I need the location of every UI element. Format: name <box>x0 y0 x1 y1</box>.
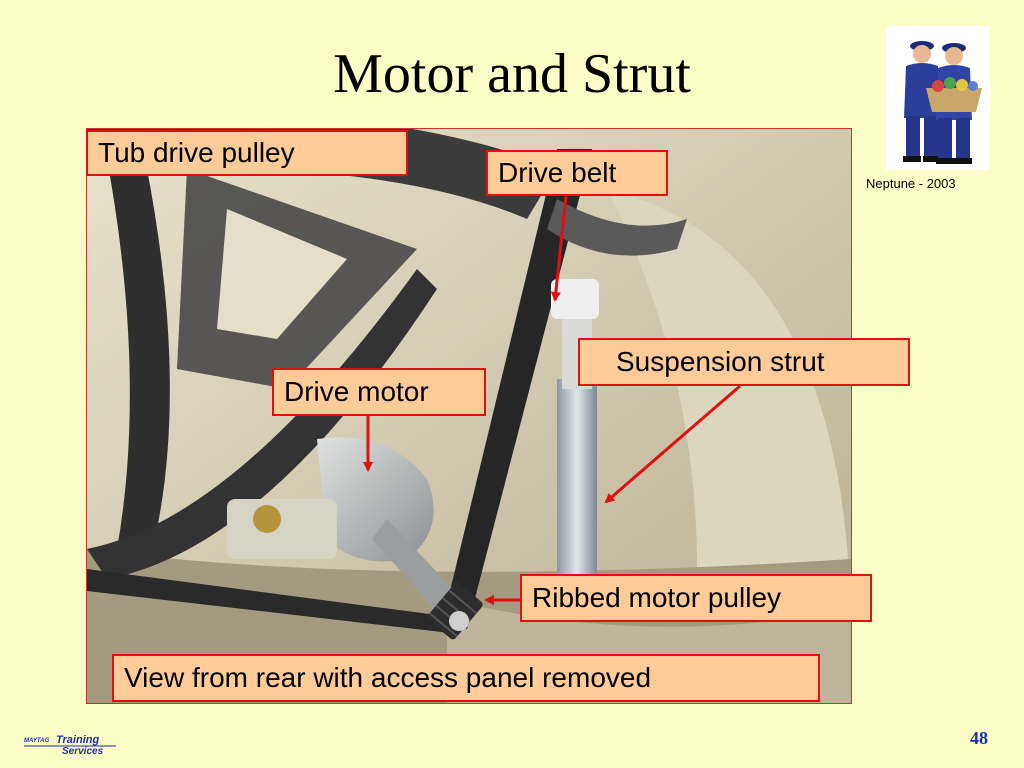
slide-caption: Neptune - 2003 <box>866 176 956 191</box>
logo-brand-text: MAYTAG <box>24 738 49 744</box>
drive-motor-label: Drive motor <box>272 368 486 416</box>
slide-title: Motor and Strut <box>333 43 691 105</box>
tub-drive-pulley-label: Tub drive pulley <box>86 130 408 176</box>
drive-belt-label: Drive belt <box>486 150 668 196</box>
view-note-label: View from rear with access panel removed <box>112 654 820 702</box>
maytag-training-logo: MAYTAG Training Services <box>24 734 116 756</box>
ribbed-motor-pulley-label: Ribbed motor pulley <box>520 574 872 622</box>
repairmen-mascot-image <box>886 26 990 170</box>
logo-services-text: Services <box>62 746 104 756</box>
logo-training-text: Training <box>56 734 99 746</box>
suspension-strut-label: Suspension strut <box>578 338 910 386</box>
page-number: 48 <box>970 728 988 748</box>
